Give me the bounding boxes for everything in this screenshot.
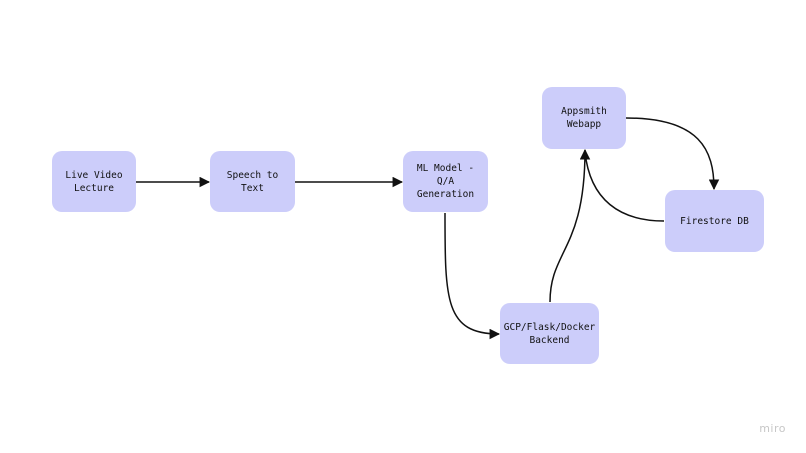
node-live-video-lecture[interactable]: Live Video Lecture <box>52 151 136 212</box>
node-label: Live Video Lecture <box>65 169 123 194</box>
node-label: ML Model - Q/A Generation <box>416 163 475 200</box>
node-label: Speech to Text <box>226 169 279 194</box>
edge-firestore-to-appsmith <box>584 151 665 222</box>
miro-logo: miro <box>759 422 786 435</box>
node-label: Appsmith Webapp <box>561 106 607 130</box>
node-label: Firestore DB <box>680 215 749 227</box>
node-appsmith-webapp[interactable]: Appsmith Webapp <box>542 87 626 149</box>
node-gcp-flask-docker-backend[interactable]: GCP/Flask/Docker Backend <box>500 303 599 364</box>
node-speech-to-text[interactable]: Speech to Text <box>210 151 295 212</box>
node-ml-model-qa-generation[interactable]: ML Model - Q/A Generation <box>403 151 488 212</box>
edge-appsmith-to-firestore <box>625 117 720 191</box>
edge-ml-model-to-backend <box>444 212 501 340</box>
edge-backend-to-appsmith <box>549 148 591 303</box>
node-firestore-db[interactable]: Firestore DB <box>665 190 764 252</box>
node-label: GCP/Flask/Docker Backend <box>503 321 596 346</box>
